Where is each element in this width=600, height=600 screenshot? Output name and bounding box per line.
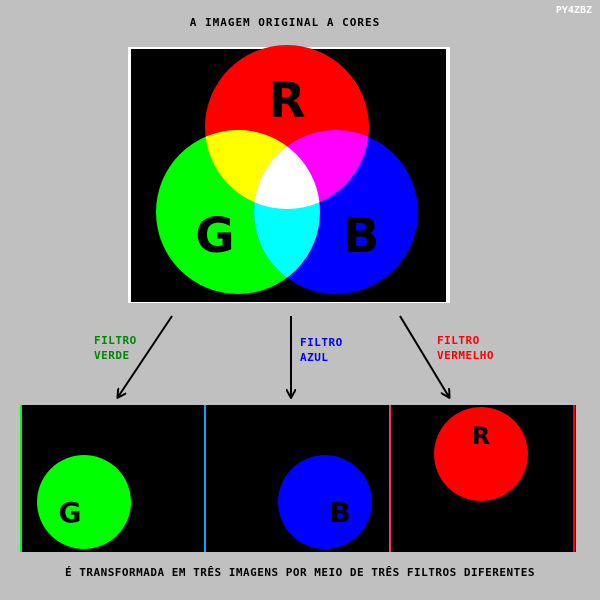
green-filter-letter: G <box>59 496 82 529</box>
arrow-to-green-panel <box>118 315 173 397</box>
diagram-title: A IMAGEM ORIGINAL A CORES <box>189 16 381 29</box>
white-overlap <box>254 130 320 209</box>
panel-edge-red-left <box>389 405 391 552</box>
filter-label-red-line2: VERMELHO <box>437 349 494 362</box>
author-watermark: PY4ZBZ <box>555 5 592 16</box>
filter-label-blue-line1: FILTRO <box>300 336 343 349</box>
blue-filter-circle <box>278 455 372 549</box>
filter-label-blue: FILTRO AZUL <box>300 335 343 365</box>
blue-circle-letter: B <box>343 208 380 264</box>
green-filter-circle <box>37 455 131 549</box>
red-circle-letter: R <box>269 73 306 129</box>
original-image: R G B <box>128 45 450 303</box>
filter-label-green: FILTRO VERDE <box>94 333 137 363</box>
filter-label-red-line1: FILTRO <box>437 334 480 347</box>
arrow-to-red-panel <box>399 315 449 397</box>
diagram-caption: É TRANSFORMADA EM TRÊS IMAGENS POR MEIO … <box>64 566 536 579</box>
filtered-panels: G B R <box>20 405 576 552</box>
blue-filter-letter: B <box>329 496 350 529</box>
red-filter-circle <box>434 407 528 501</box>
filter-label-red: FILTRO VERMELHO <box>437 333 494 363</box>
filter-label-blue-line2: AZUL <box>300 351 329 364</box>
panel-edge-blue <box>204 405 206 552</box>
green-circle-letter: G <box>195 208 234 264</box>
filter-label-green-line1: FILTRO <box>94 334 137 347</box>
panel-edge-green <box>20 405 22 552</box>
panel-edge-red-right <box>573 405 575 552</box>
red-filter-letter: R <box>472 422 490 450</box>
filter-label-green-line2: VERDE <box>94 349 130 362</box>
